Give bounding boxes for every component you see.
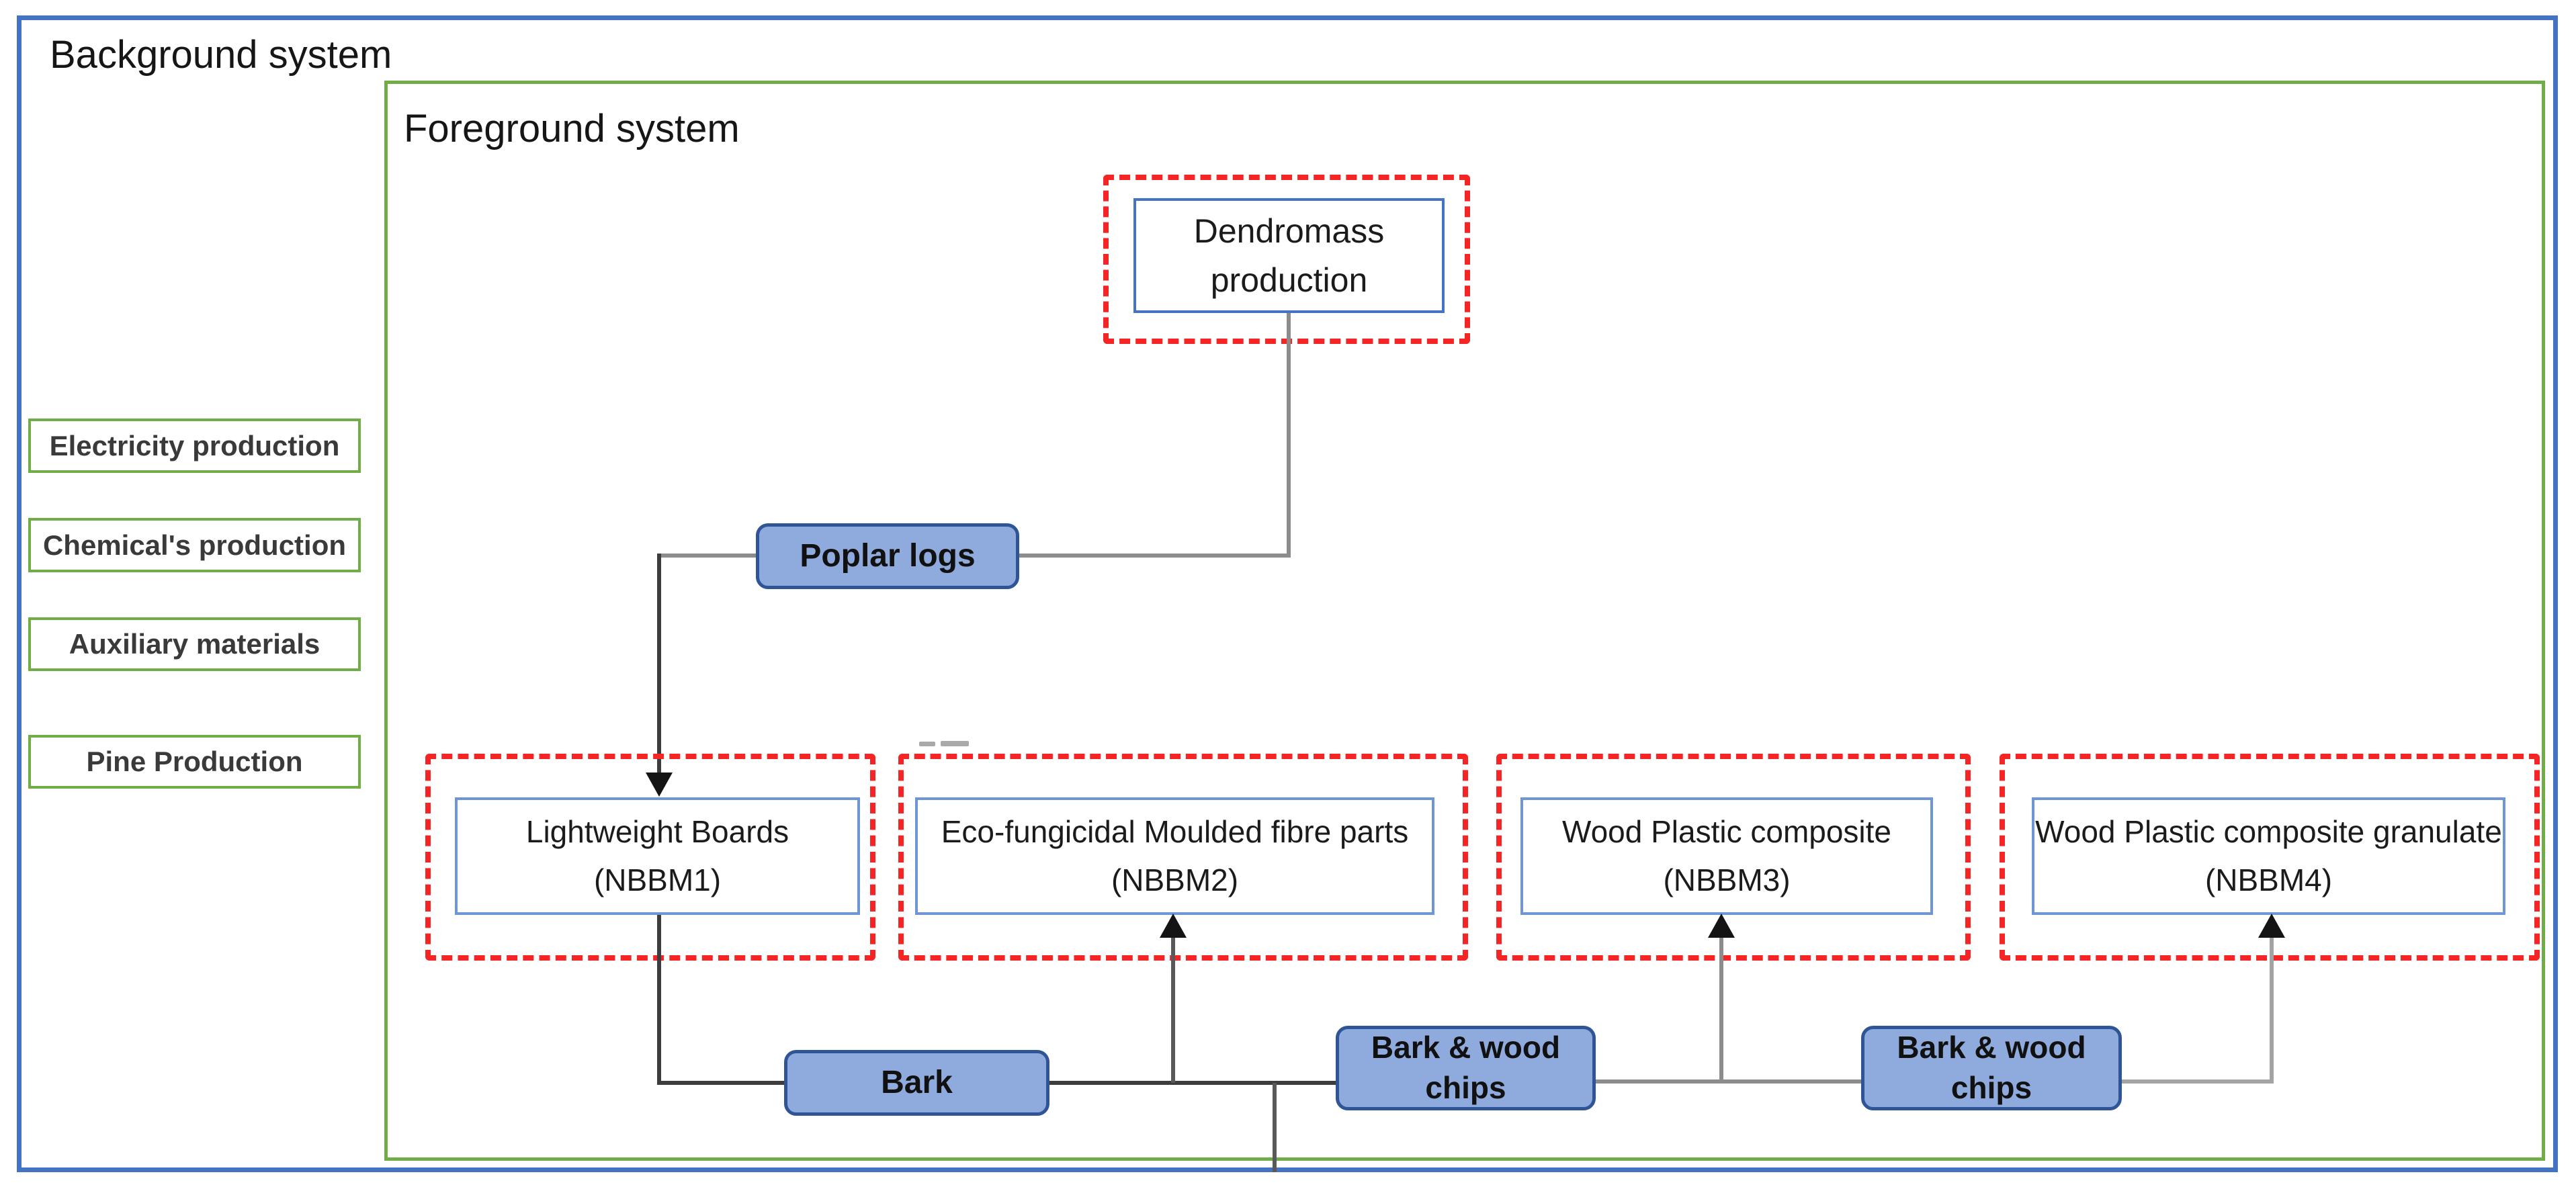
product-name: Wood Plastic composite bbox=[1561, 814, 1892, 850]
product-box-nbbm1: Lightweight Boards (NBBM1) bbox=[455, 797, 860, 915]
product-name: Wood Plastic composite granulate bbox=[2035, 814, 2502, 850]
red-dashed-frame-nbbm3 bbox=[1496, 754, 1971, 961]
product-name: Eco-fungicidal Moulded fibre parts bbox=[941, 814, 1409, 850]
arrowhead-into-nbbm2 bbox=[1160, 914, 1187, 938]
background-box-pine-production: Pine Production bbox=[28, 735, 361, 789]
flow-chip-bark-wood-chips-2: Bark & wood chips bbox=[1861, 1026, 2122, 1110]
flow-line-to-bark bbox=[657, 1081, 784, 1085]
flow-line-up-to-nbbm2 bbox=[1171, 938, 1175, 1083]
node-label-line1: Dendromass bbox=[1193, 212, 1385, 250]
node-label-line2: production bbox=[1210, 261, 1368, 299]
flow-chip-bark: Bark bbox=[784, 1050, 1049, 1116]
product-code: (NBBM4) bbox=[2204, 862, 2333, 897]
background-box-label: Auxiliary materials bbox=[69, 628, 320, 660]
flow-line-barkwood1-to-barkwood2 bbox=[1596, 1079, 1861, 1084]
flow-line-barkwood2-right bbox=[2122, 1079, 2274, 1084]
flow-chip-label-line2: chips bbox=[1950, 1070, 2032, 1105]
product-box-nbbm3: Wood Plastic composite (NBBM3) bbox=[1520, 797, 1933, 915]
product-name: Lightweight Boards bbox=[525, 814, 789, 850]
artifact-dash-small bbox=[919, 742, 935, 746]
arrowhead-into-nbbm4 bbox=[2258, 914, 2285, 938]
product-code: (NBBM2) bbox=[1111, 862, 1239, 897]
background-box-auxiliary-materials: Auxiliary materials bbox=[28, 617, 361, 671]
product-box-nbbm4: Wood Plastic composite granulate (NBBM4) bbox=[2032, 797, 2505, 915]
background-box-chemicals-production: Chemical's production bbox=[28, 518, 361, 572]
flow-line-bark-to-barkwood1 bbox=[1049, 1081, 1336, 1085]
foreground-system-title: Foreground system bbox=[404, 107, 740, 150]
flow-chip-label: Poplar logs bbox=[800, 537, 976, 574]
flow-line-down-to-nbbm1 bbox=[657, 554, 661, 773]
flow-line-from-poplar-left bbox=[657, 554, 756, 558]
flow-line-up-to-nbbm4 bbox=[2270, 938, 2274, 1082]
flow-line-up-to-nbbm3 bbox=[1719, 938, 1723, 1082]
artifact-dash-large bbox=[941, 741, 969, 746]
product-code: (NBBM3) bbox=[1663, 862, 1791, 897]
background-box-label: Chemical's production bbox=[42, 529, 347, 561]
node-dendromass-production: Dendromass production bbox=[1133, 198, 1445, 313]
flow-chip-bark-wood-chips-1: Bark & wood chips bbox=[1336, 1026, 1596, 1110]
flow-chip-label: Bark bbox=[881, 1064, 953, 1100]
flow-line-nbbm1-down bbox=[657, 915, 661, 1085]
flow-line-down-offpage bbox=[1273, 1083, 1277, 1172]
flow-line-to-poplar-right bbox=[1019, 554, 1287, 558]
flow-chip-poplar-logs: Poplar logs bbox=[756, 523, 1019, 589]
red-dashed-frame-nbbm1 bbox=[425, 754, 875, 961]
background-box-electricity-production: Electricity production bbox=[28, 418, 361, 473]
background-box-label: Pine Production bbox=[86, 746, 303, 777]
background-box-label: Electricity production bbox=[49, 429, 340, 461]
arrowhead-into-nbbm1 bbox=[646, 773, 673, 797]
flow-chip-label-line2: chips bbox=[1425, 1070, 1506, 1105]
arrowhead-into-nbbm3 bbox=[1708, 914, 1735, 938]
product-box-nbbm2: Eco-fungicidal Moulded fibre parts (NBBM… bbox=[915, 797, 1434, 915]
red-dashed-frame-nbbm2 bbox=[898, 754, 1468, 961]
background-system-title: Background system bbox=[50, 33, 392, 77]
product-code: (NBBM1) bbox=[593, 862, 722, 897]
flow-chip-label-line1: Bark & wood bbox=[1371, 1030, 1561, 1065]
flow-line-dendromass-down bbox=[1287, 313, 1291, 558]
flow-chip-label-line1: Bark & wood bbox=[1897, 1030, 2086, 1065]
